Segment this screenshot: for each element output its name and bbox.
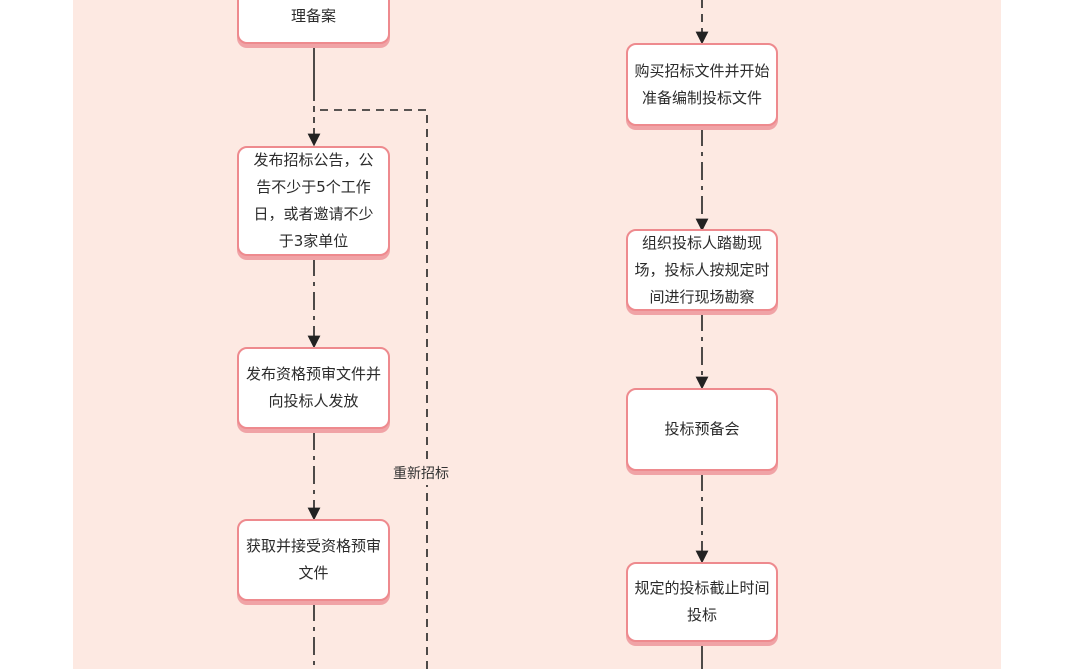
node-filing: 理备案 [237,0,390,44]
node-buy-docs: 购买招标文件并开始准备编制投标文件 [626,43,778,126]
node-prequal-receive: 获取并接受资格预审文件 [237,519,390,601]
node-site-visit: 组织投标人踏勘现场，投标人按规定时间进行现场勘察 [626,229,778,311]
node-prequal-publish: 发布资格预审文件并向投标人发放 [237,347,390,429]
diagram-canvas [73,0,1001,669]
node-pre-bid: 投标预备会 [626,388,778,471]
retender-label: 重新招标 [393,461,449,485]
node-deadline: 规定的投标截止时间投标 [626,562,778,642]
node-announce: 发布招标公告，公告不少于5个工作日，或者邀请不少于3家单位 [237,146,390,256]
